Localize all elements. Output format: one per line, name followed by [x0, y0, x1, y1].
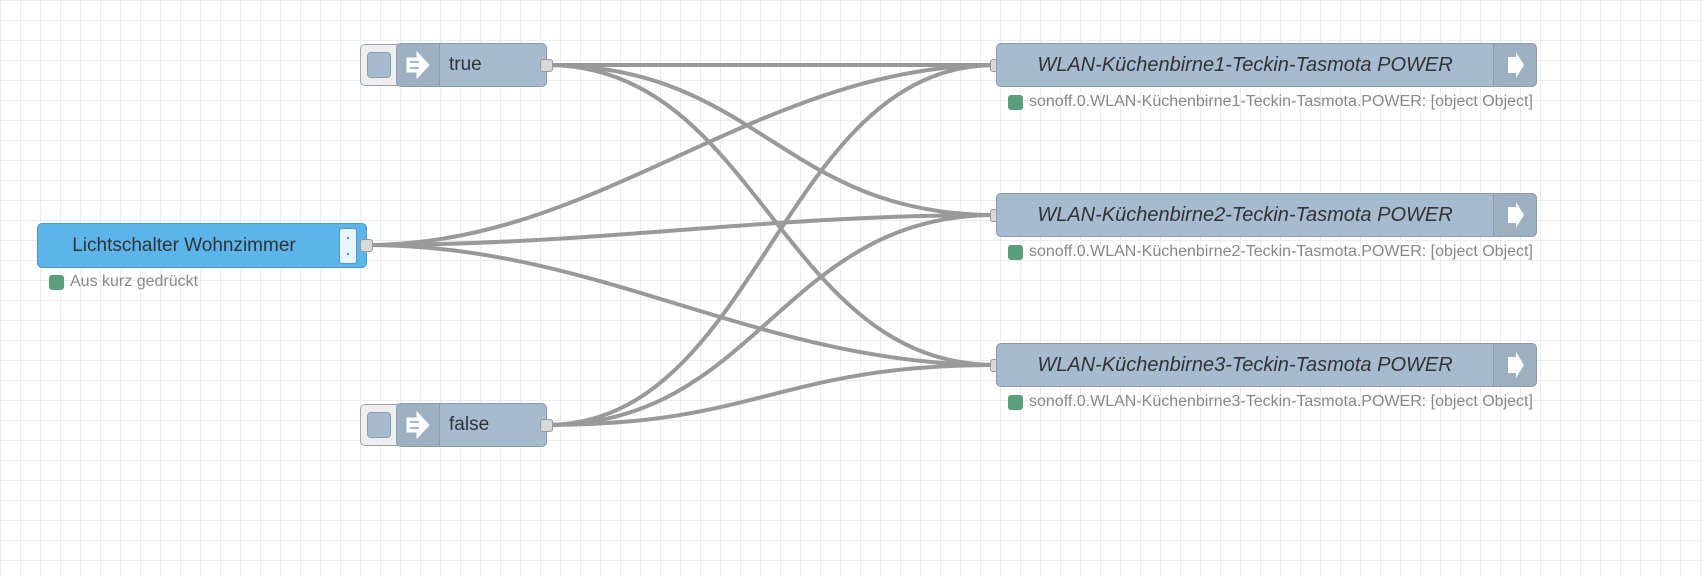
inject-true-button-face [367, 52, 391, 78]
wire-true-to-output-2[interactable] [545, 63, 997, 217]
wire-switch-to-output-1[interactable] [367, 63, 997, 247]
wire-false-to-output-2[interactable] [545, 213, 997, 427]
switch-status-text: Aus kurz gedrückt [70, 273, 199, 290]
switch-output-port[interactable] [360, 239, 373, 252]
inject-true-label: true [449, 54, 482, 75]
inject-false-button-face [367, 412, 391, 438]
output-2-status-text: sonoff.0.WLAN-Küchenbirne2-Teckin-Tasmot… [1029, 243, 1533, 260]
switch-icon-area [330, 224, 366, 267]
arrow-right-icon [1493, 44, 1536, 86]
inject-true-node[interactable]: true [396, 43, 547, 87]
arrow-right-icon [1493, 344, 1536, 386]
inject-false-node[interactable]: false [396, 403, 547, 447]
switch-icon [339, 227, 357, 264]
arrow-in-icon [397, 44, 440, 86]
output-node-kuechenbirne1[interactable]: WLAN-Küchenbirne1-Teckin-Tasmota POWER [996, 43, 1537, 87]
wire-false-to-output-3[interactable] [545, 363, 997, 427]
output-2-label: WLAN-Küchenbirne2-Teckin-Tasmota POWER [1037, 203, 1453, 226]
wire-true-to-output-3[interactable] [545, 63, 997, 367]
switch-node-label: Lichtschalter Wohnzimmer [72, 234, 296, 256]
inject-false-label: false [449, 414, 490, 435]
output-3-label: WLAN-Küchenbirne3-Teckin-Tasmota POWER [1037, 353, 1453, 376]
output-1-label: WLAN-Küchenbirne1-Teckin-Tasmota POWER [1037, 53, 1453, 76]
output-1-status-text: sonoff.0.WLAN-Küchenbirne1-Teckin-Tasmot… [1029, 93, 1533, 110]
status-dot-green [1008, 244, 1023, 260]
inject-true-output-port[interactable] [540, 59, 553, 72]
output-3-status-text: sonoff.0.WLAN-Küchenbirne3-Teckin-Tasmot… [1029, 393, 1533, 410]
inject-false-output-port[interactable] [540, 419, 553, 432]
output-1-status: sonoff.0.WLAN-Küchenbirne1-Teckin-Tasmot… [1008, 93, 1533, 111]
arrow-right-icon [1493, 194, 1536, 236]
wire-switch-to-output-3[interactable] [367, 243, 997, 367]
output-3-status: sonoff.0.WLAN-Küchenbirne3-Teckin-Tasmot… [1008, 393, 1533, 411]
inject-false-button[interactable] [360, 404, 398, 446]
status-dot-green [49, 274, 64, 290]
status-dot-green [1008, 94, 1023, 110]
wire-switch-to-output-2[interactable] [367, 213, 997, 247]
inject-true-button[interactable] [360, 44, 398, 86]
output-node-kuechenbirne3[interactable]: WLAN-Küchenbirne3-Teckin-Tasmota POWER [996, 343, 1537, 387]
switch-status: Aus kurz gedrückt [49, 273, 198, 291]
wire-false-to-output-1[interactable] [545, 63, 997, 427]
output-2-status: sonoff.0.WLAN-Küchenbirne2-Teckin-Tasmot… [1008, 243, 1533, 261]
output-node-kuechenbirne2[interactable]: WLAN-Küchenbirne2-Teckin-Tasmota POWER [996, 193, 1537, 237]
switch-node-lichtschalter[interactable]: Lichtschalter Wohnzimmer [37, 223, 367, 268]
arrow-in-icon [397, 404, 440, 446]
status-dot-green [1008, 394, 1023, 410]
